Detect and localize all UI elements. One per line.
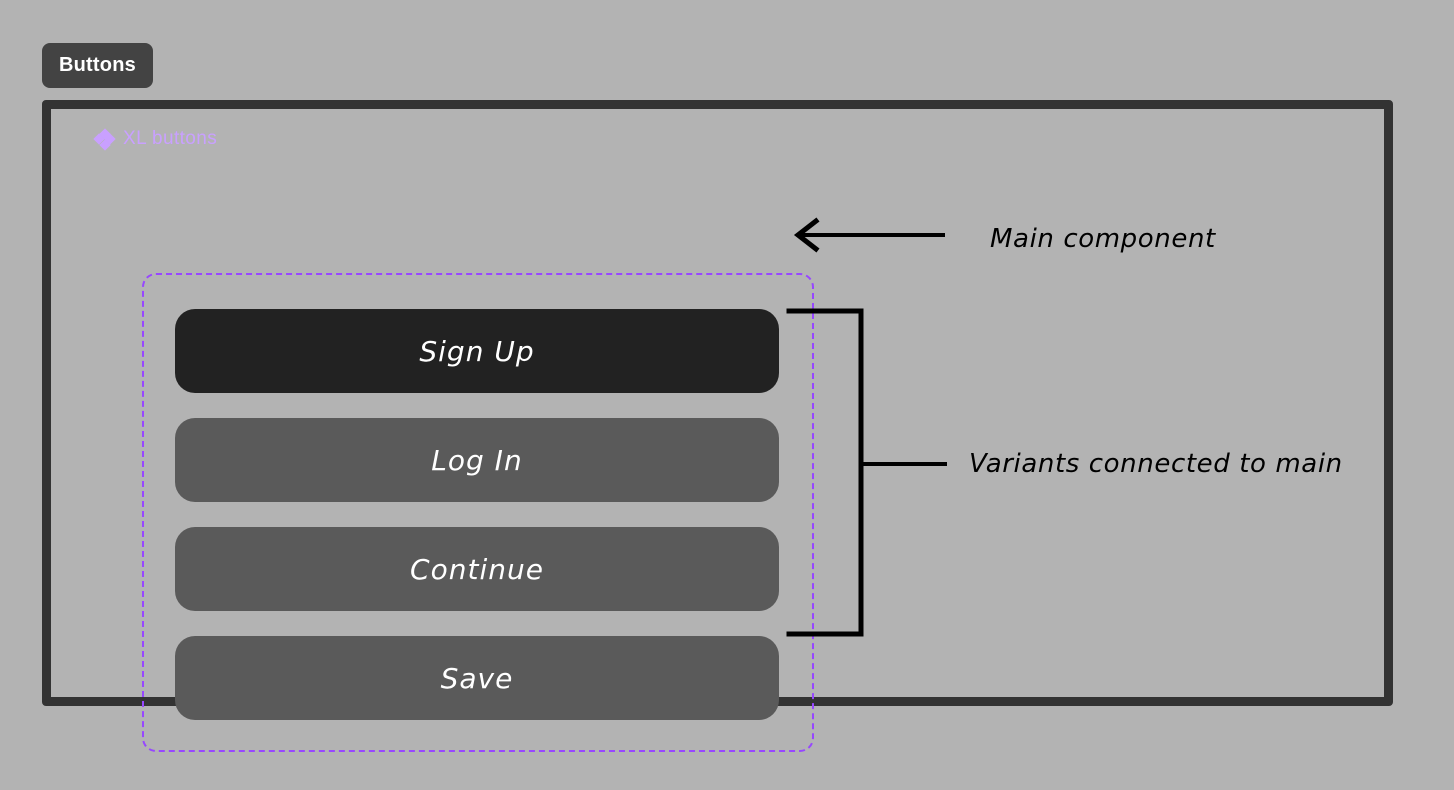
annotation-main-component: Main component <box>990 224 1216 254</box>
component-diamond-icon <box>93 127 116 151</box>
annotation-variants: Variants connected to main <box>969 449 1343 479</box>
button-sign-up[interactable]: Sign Up <box>175 309 779 393</box>
page-frame[interactable]: XL buttons Sign Up Log In Continue Save <box>42 100 1393 752</box>
button-log-in[interactable]: Log In <box>175 418 779 502</box>
component-set-label[interactable]: XL buttons <box>93 127 218 151</box>
button-save[interactable]: Save <box>175 636 779 720</box>
button-continue[interactable]: Continue <box>175 527 779 611</box>
component-set-name: XL buttons <box>123 128 218 149</box>
frame-label-buttons[interactable]: Buttons <box>42 43 153 88</box>
